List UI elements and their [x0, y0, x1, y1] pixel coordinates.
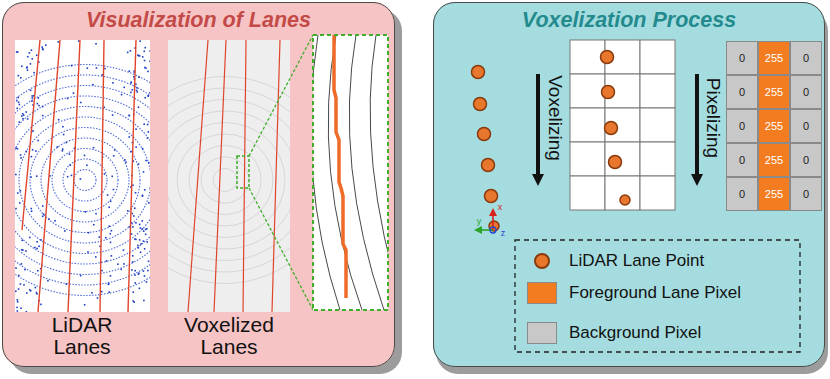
- pixel-value: 0: [739, 86, 745, 98]
- foreground-pixel: 255: [758, 143, 790, 177]
- background-pixel: 0: [790, 41, 822, 75]
- legend-swatch: [527, 282, 557, 304]
- voxel-lanes: [168, 40, 290, 312]
- background-pixel: 0: [790, 109, 822, 143]
- foreground-pixel: 255: [758, 41, 790, 75]
- lidar-image: [15, 40, 150, 312]
- process-arrow: [536, 74, 540, 180]
- image-caption: LiDAR Lanes: [27, 314, 137, 358]
- process-label: Pixelizing: [703, 58, 723, 178]
- voxel-points: [601, 51, 631, 206]
- zoom-leader: [249, 188, 313, 310]
- process-arrow: [695, 74, 699, 180]
- pixel-value: 255: [765, 86, 783, 98]
- pixel-value: 255: [765, 154, 783, 166]
- voxel-grid: [570, 40, 675, 210]
- legend-text: LiDAR Lane Point: [569, 251, 704, 271]
- foreground-pixel: 255: [758, 75, 790, 109]
- image-caption: Voxelized Lanes: [167, 314, 291, 358]
- background-pixel: 0: [790, 75, 822, 109]
- panel-box: Voxelization Process 0 255 0 0 255 0 0 255 0 0 255 0…: [433, 2, 825, 367]
- zoom-region: [237, 156, 249, 188]
- axis-name: z: [497, 229, 509, 238]
- pixel-value: 0: [803, 154, 809, 166]
- pixel-value: 0: [739, 120, 745, 132]
- process-label: Voxelizing: [545, 58, 565, 178]
- foreground-pixel: 255: [758, 177, 790, 211]
- zoom-box: [313, 35, 388, 310]
- legend-text: Background Pixel: [569, 323, 701, 343]
- panel-title: Visualization of Lanes: [3, 8, 394, 33]
- background-pixel: 0: [790, 177, 822, 211]
- legend-point-symbol: [534, 253, 550, 269]
- legend-entry: Background Pixel: [527, 321, 701, 345]
- legend-text: Foreground Lane Pixel: [569, 283, 741, 303]
- pixel-value: 0: [739, 188, 745, 200]
- legend-swatch: [527, 322, 557, 344]
- background-pixel: 0: [726, 109, 758, 143]
- zoom-rings: [313, 35, 388, 310]
- pixel-value: 0: [803, 52, 809, 64]
- background-pixel: 0: [726, 143, 758, 177]
- background-pixel: 0: [790, 143, 822, 177]
- panel-ground: [2, 2, 395, 367]
- panel-ground: [433, 2, 825, 367]
- pixel-value: 0: [803, 86, 809, 98]
- legend-entry: LiDAR Lane Point: [527, 249, 704, 273]
- zoom-border: [313, 35, 388, 310]
- axis-name: y: [473, 217, 485, 226]
- legend-box: [515, 240, 800, 352]
- legend-entry: Foreground Lane Pixel: [527, 281, 741, 305]
- background-pixel: 0: [726, 177, 758, 211]
- zoom-leader: [249, 35, 313, 156]
- background-pixel: 0: [726, 75, 758, 109]
- pixel-value: 255: [765, 188, 783, 200]
- pixel-value: 0: [803, 120, 809, 132]
- background-pixel: 0: [726, 41, 758, 75]
- zoom-lane: [334, 35, 346, 298]
- axis-name: x: [494, 203, 506, 212]
- lidar-points: [15, 40, 150, 312]
- foreground-pixel: 255: [758, 109, 790, 143]
- pixel-value: 0: [739, 154, 745, 166]
- panel-box: Visualization of Lanes: [2, 2, 395, 367]
- voxel-image: [168, 40, 290, 312]
- pixel-value: 255: [765, 52, 783, 64]
- pixel-value: 0: [739, 52, 745, 64]
- lane-points: [472, 66, 500, 232]
- pixel-value: 0: [803, 188, 809, 200]
- pixel-value: 255: [765, 120, 783, 132]
- panel-title: Voxelization Process: [434, 8, 824, 33]
